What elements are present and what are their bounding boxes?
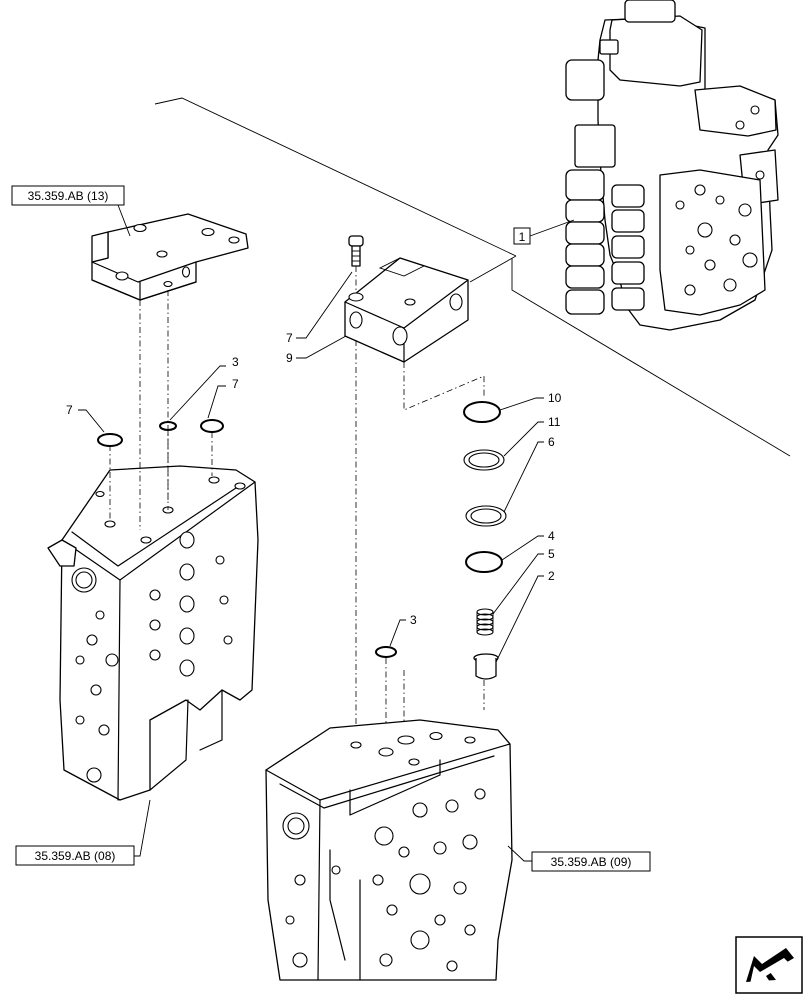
svg-text:11: 11 [548,415,561,429]
spool-caps [565,59,645,315]
ref-box-13[interactable]: 35.359.AB (13) [11,185,131,237]
o-ring-7-left [97,433,123,447]
ref-08-label: 35.359.AB (08) [35,849,116,863]
callout-9: 9 [286,335,347,365]
valve-section-08 [47,465,259,801]
alignment-lines-left [109,290,213,530]
assembly-leader-lines [154,97,791,457]
control-valve-assembly [565,0,779,331]
valve-block-9 [344,257,469,363]
svg-text:2: 2 [548,569,555,583]
cover-plate [91,213,249,301]
o-ring-3-center [375,646,397,658]
svg-text:5: 5 [548,547,555,561]
svg-text:4: 4 [548,529,555,543]
callout-3-center: 3 [389,613,417,647]
svg-text:9: 9 [286,351,293,365]
valve-section-09 [265,719,513,981]
arrow-left-icon[interactable] [735,936,803,994]
callout-2: 2 [495,569,555,663]
bolt-8 [348,235,364,267]
callout-6: 6 [503,435,555,513]
svg-text:7: 7 [286,331,293,345]
o-ring-3-left [159,421,177,431]
callout-7-right: 7 [207,377,239,419]
seal-stack [463,401,507,680]
assembly-item-callout[interactable]: 1 [513,219,575,245]
o-ring-10 [463,401,501,423]
svg-text:10: 10 [548,391,562,405]
callout-11: 11 [503,415,561,457]
section-09-ports [282,731,486,972]
ref-13-label: 35.359.AB (13) [28,189,109,203]
svg-text:7: 7 [66,403,73,417]
svg-text:3: 3 [232,355,239,369]
svg-text:3: 3 [410,613,417,627]
ref-box-08[interactable]: 35.359.AB (08) [15,799,151,866]
ref-09-label: 35.359.AB (09) [551,855,632,869]
assembly-item-label: 1 [519,230,526,244]
callout-5: 5 [492,547,555,615]
svg-text:7: 7 [232,377,239,391]
backup-ring-6 [465,505,507,527]
callout-3-left: 3 [169,355,239,421]
callout-7-left: 7 [66,403,105,433]
svg-text:6: 6 [548,435,555,449]
callout-4: 4 [501,529,555,561]
callout-8: 7 [286,271,353,345]
o-ring-4 [465,551,503,573]
seal-rings-left [97,419,224,447]
section-08-ports [71,476,246,783]
ref-box-09[interactable]: 35.359.AB (09) [507,845,651,872]
valve-ports [675,105,765,296]
poppet-2 [473,653,499,680]
backup-ring-11 [463,449,505,471]
callout-10: 10 [499,391,562,411]
o-ring-7-right [200,419,224,433]
spring-5 [476,608,494,636]
